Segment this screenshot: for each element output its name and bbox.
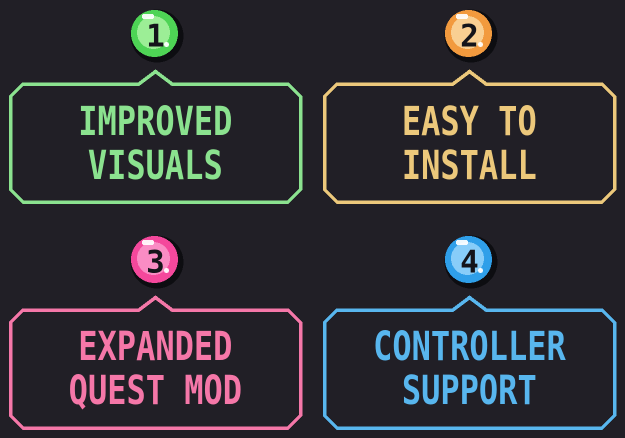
badge-number: 2 xyxy=(460,19,479,55)
card-title-line1: EASY TO xyxy=(402,98,537,145)
badge-2: 2 xyxy=(442,7,498,63)
number-1-circle-icon: 1 xyxy=(130,9,183,63)
number-3-circle-icon: 3 xyxy=(130,235,183,288)
card-easy-to-install: EASY TO INSTALL xyxy=(322,69,617,206)
number-4-circle-icon: 4 xyxy=(444,235,497,288)
card-title: EXPANDED QUEST MOD xyxy=(8,307,303,432)
card-title-line1: IMPROVED xyxy=(78,98,233,145)
badge-3: 3 xyxy=(128,233,184,289)
badge-number: 1 xyxy=(146,19,165,55)
card-frame-border xyxy=(322,69,617,204)
card-frame-border xyxy=(322,294,617,430)
card-title-line2: INSTALL xyxy=(402,142,537,189)
badge-1: 1 xyxy=(128,7,184,63)
card-title-line1: EXPANDED xyxy=(78,324,233,370)
card-improved-visuals: IMPROVED VISUALS xyxy=(8,69,303,206)
badge-number: 3 xyxy=(146,244,165,280)
card-controller-support: CONTROLLER SUPPORT xyxy=(322,294,617,432)
feature-expanded-quest-mod: 3 EXPANDED QUEST MOD xyxy=(8,233,303,438)
card-frame-border xyxy=(8,69,303,204)
card-title-line2: VISUALS xyxy=(88,142,223,189)
card-title-line2: SUPPORT xyxy=(402,368,537,414)
badge-4: 4 xyxy=(442,233,498,289)
feature-controller-support: 4 CONTROLLER SUPPORT xyxy=(322,233,617,438)
feature-easy-to-install: 2 EASY TO INSTALL xyxy=(322,7,617,213)
card-title: IMPROVED VISUALS xyxy=(8,81,303,206)
card-frame-border xyxy=(8,294,303,430)
card-title: EASY TO INSTALL xyxy=(322,81,617,206)
card-title: CONTROLLER SUPPORT xyxy=(322,307,617,432)
number-2-circle-icon: 2 xyxy=(444,9,497,63)
badge-number: 4 xyxy=(460,244,479,280)
card-title-line1: CONTROLLER xyxy=(373,324,566,370)
card-expanded-quest-mod: EXPANDED QUEST MOD xyxy=(8,294,303,432)
feature-improved-visuals: 1 IMPROVED VISUALS xyxy=(8,7,303,213)
card-title-line2: QUEST MOD xyxy=(68,368,243,414)
